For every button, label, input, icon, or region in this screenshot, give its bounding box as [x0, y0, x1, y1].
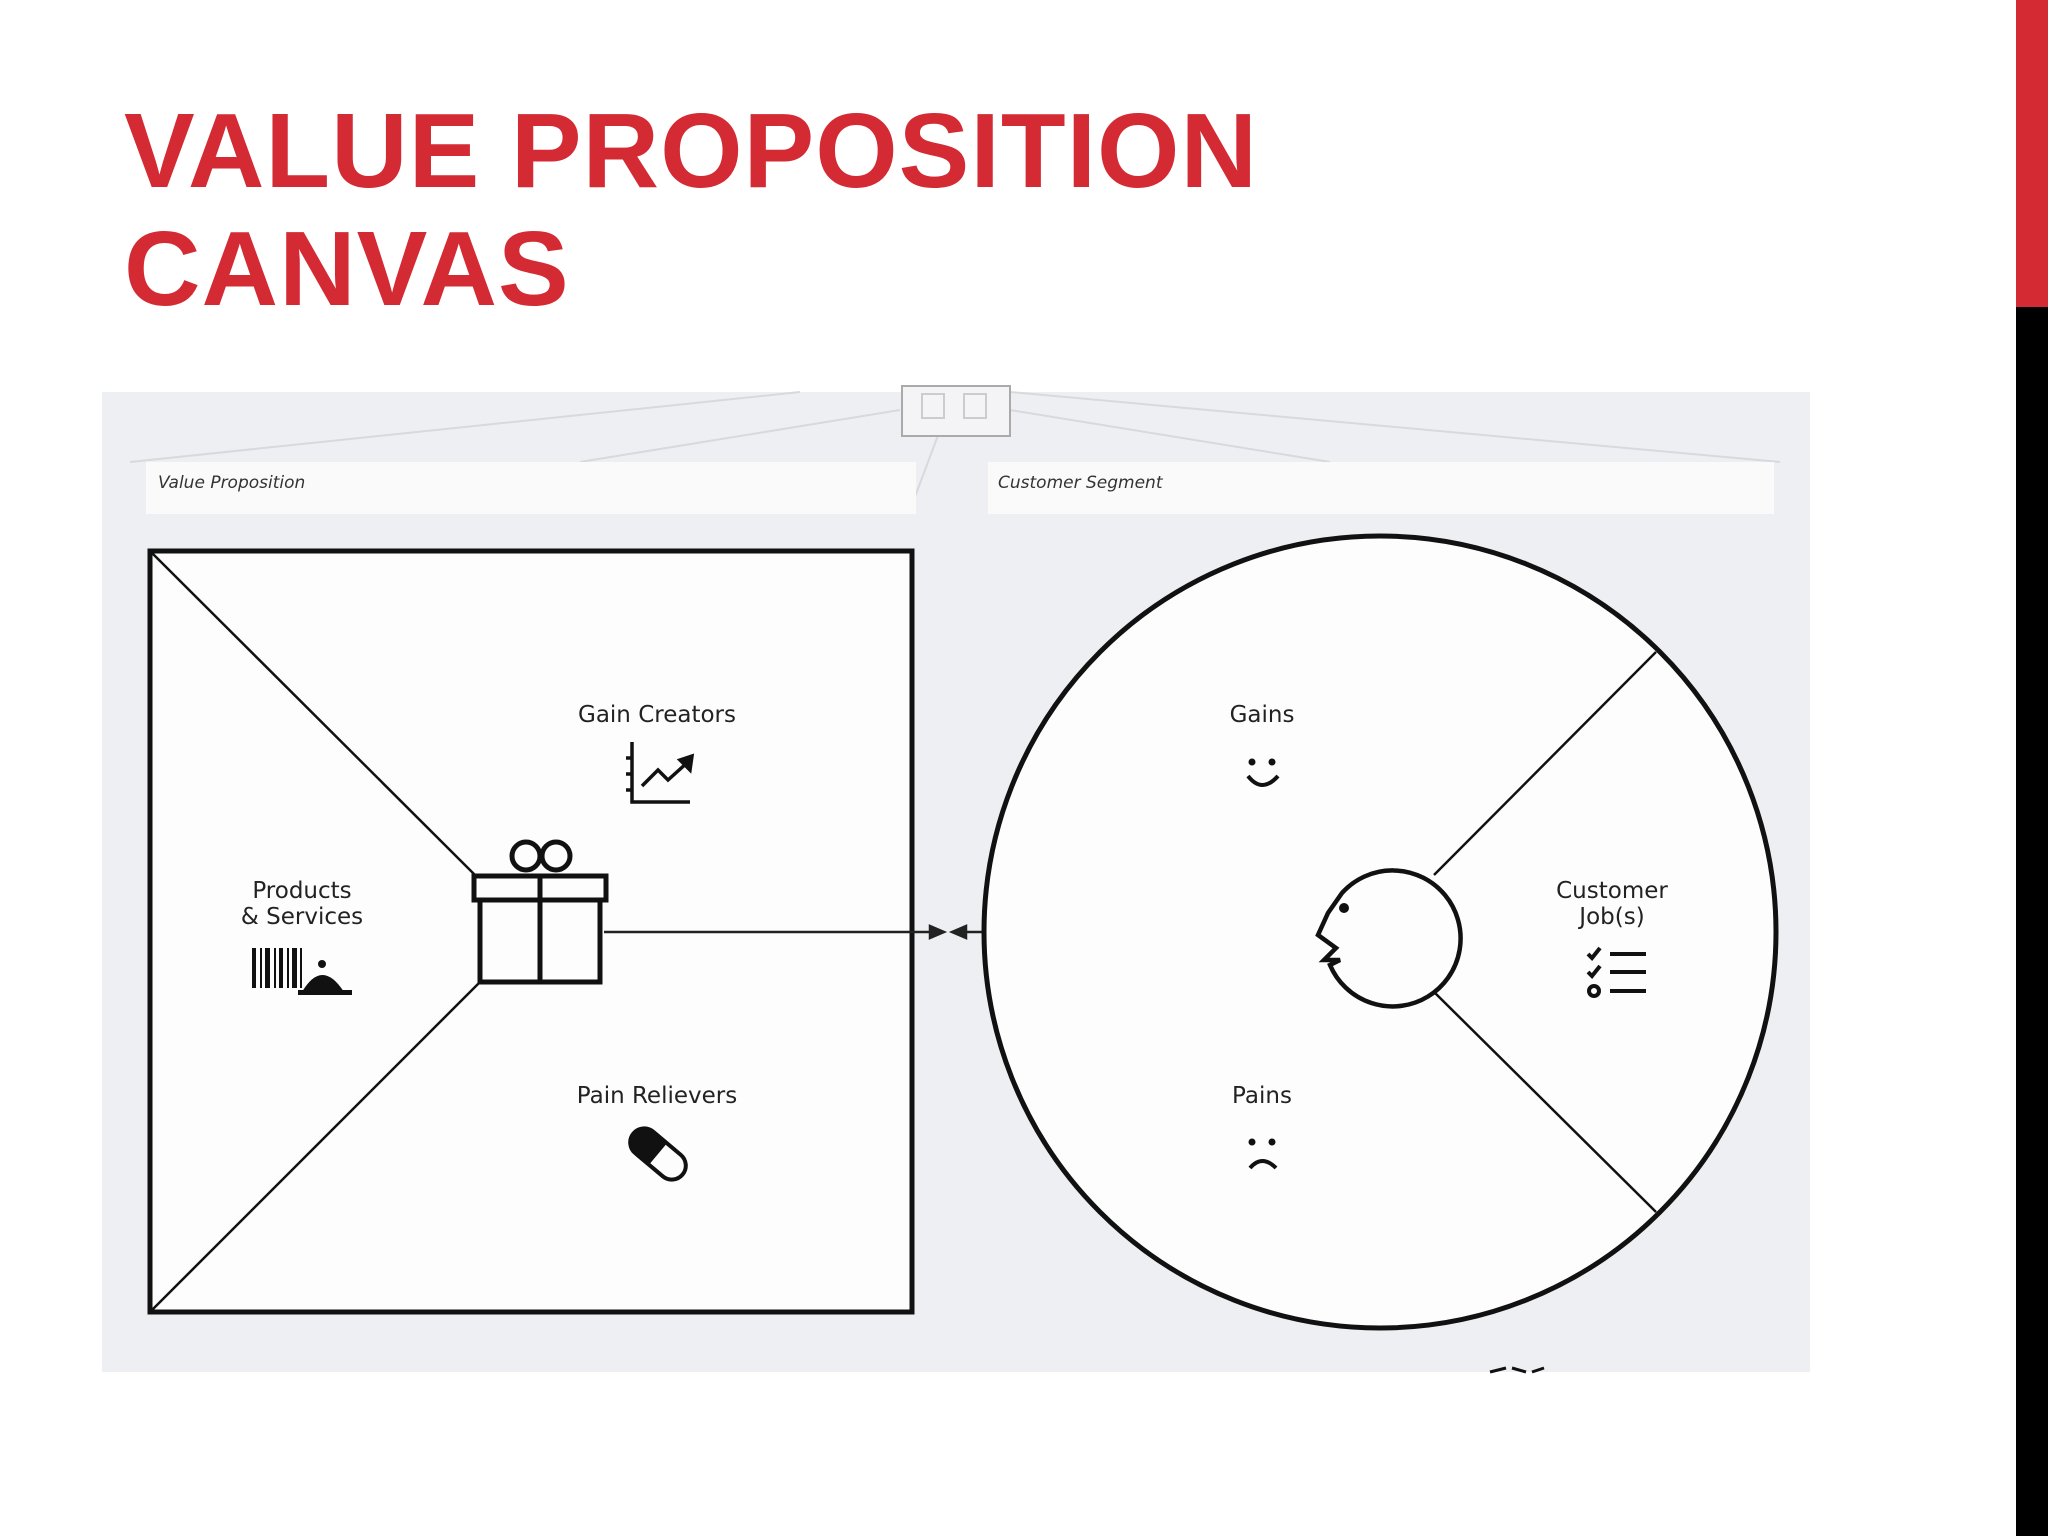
smile-icon — [1246, 758, 1280, 787]
value-proposition-header-bar — [146, 462, 916, 514]
customer-segment-header: Customer Segment — [998, 473, 1164, 493]
customer-jobs-label-line2: Job(s) — [1577, 904, 1644, 930]
value-map-divider-bottom — [151, 979, 483, 1311]
gift-icon — [471, 839, 609, 985]
value-proposition-header: Value Proposition — [158, 473, 305, 493]
pains-label: Pains — [1232, 1083, 1292, 1109]
customer-divider-bottom — [1429, 987, 1657, 1213]
products-label-line2: & Services — [241, 904, 363, 930]
pain-relievers-label: Pain Relievers — [577, 1083, 737, 1109]
gain-creators-label: Gain Creators — [578, 702, 736, 728]
top-frame-inner-right — [963, 393, 987, 419]
top-frame-icon — [901, 385, 1011, 437]
chart-up-icon — [626, 742, 695, 804]
cutoff-logo-mark — [1489, 1366, 1545, 1374]
frown-icon — [1248, 1138, 1278, 1170]
accent-bar-red — [2016, 0, 2048, 307]
customer-jobs-label-line1: Customer — [1556, 878, 1668, 904]
title-line-2: CANVAS — [124, 210, 570, 328]
title-line-1: VALUE PROPOSITION — [124, 92, 1259, 210]
customer-segment-header-bar — [988, 462, 1774, 514]
top-frame-inner-left — [921, 393, 945, 419]
value-map-divider-top — [151, 552, 479, 879]
customer-divider-top — [1433, 651, 1657, 876]
accent-bar-black — [2016, 307, 2048, 1536]
top-guide-lines — [129, 391, 1781, 511]
products-label-line1: Products — [252, 878, 351, 904]
pill-icon — [628, 1126, 688, 1182]
face-profile-icon — [1315, 868, 1463, 1009]
gains-label: Gains — [1230, 702, 1295, 728]
checklist-icon — [1586, 946, 1646, 998]
page-title: VALUE PROPOSITION CANVAS — [124, 92, 1258, 328]
barcode-bell-icon — [252, 948, 352, 995]
